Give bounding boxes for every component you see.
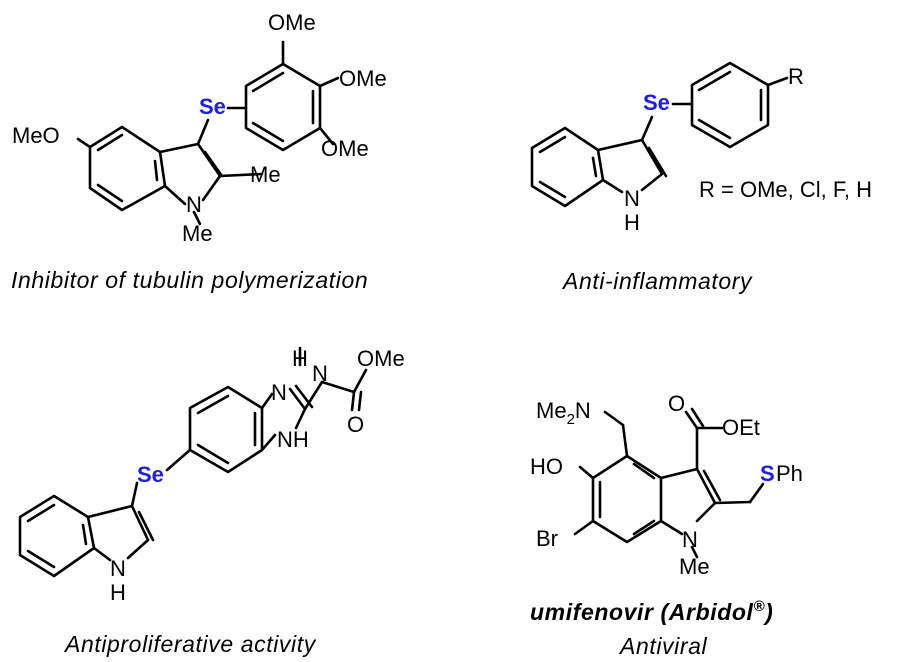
selenium-label: Se [643, 90, 670, 115]
n-methyl-label: Me [182, 221, 213, 246]
tubulin-caption: Inhibitor of tubulin polymerization [11, 267, 368, 293]
nh-hydrogen-label: H [110, 580, 126, 605]
tubulin-atom-labels: OMe OMe OMe Se MeO Me N Me [12, 10, 387, 246]
tubulin-bonds [76, 40, 340, 226]
selenium-label: Se [137, 462, 164, 487]
phenyl-label: Ph [776, 461, 803, 486]
carbamate-ome-label: OMe [357, 346, 405, 371]
umifenovir-name: umifenovir (Arbidol®) [530, 598, 773, 625]
carbonyl-o-label: O [347, 412, 364, 437]
nitrogen-label: N [186, 192, 202, 217]
anti-inflammatory-caption: Anti-inflammatory [561, 268, 753, 294]
umifenovir-caption: Antiviral [618, 633, 707, 659]
structure-anti-inflammatory: Se R N H R = OMe, Cl, F, H Anti-inflamma… [530, 61, 872, 294]
antiproliferative-bonds [18, 346, 368, 578]
nitrogen-label: N [682, 527, 698, 552]
ome-top-label: OMe [268, 10, 316, 35]
structure-tubulin-inhibitor: OMe OMe OMe Se MeO Me N Me Inhibitor of … [11, 10, 387, 293]
umifenovir-bonds [573, 407, 765, 559]
sulfur-label: S [760, 461, 775, 486]
nh-nitrogen-label: N [624, 186, 640, 211]
structure-umifenovir: Me2N O OEt HO S Ph Br N Me umifenovir (A… [530, 391, 803, 659]
c2-methyl-label: Me [250, 162, 281, 187]
anti-inflammatory-atom-labels: Se R N H R = OMe, Cl, F, H [624, 64, 872, 235]
carbamate-h-label: H [292, 346, 308, 371]
carbamate-n-label: N [312, 361, 328, 386]
n-methyl-label: Me [679, 554, 710, 579]
r-definition: R = OMe, Cl, F, H [699, 177, 872, 202]
antiproliferative-atom-labels: H N OMe N NH O Se N H [110, 346, 405, 605]
umifenovir-atom-labels: Me2N O OEt HO S Ph Br N Me [530, 391, 803, 579]
ome-mid-label: OMe [339, 66, 387, 91]
oet-label: OEt [722, 415, 760, 440]
nme2-label: Me2N [536, 398, 591, 428]
meo-label: MeO [12, 123, 60, 148]
r-label: R [788, 64, 804, 89]
anti-inflammatory-bonds [530, 61, 789, 208]
ome-bot-label: OMe [321, 136, 369, 161]
nh-nitrogen-label: N [110, 556, 126, 581]
selenium-label: Se [199, 94, 226, 119]
imidazole-n-label: N [271, 380, 287, 405]
ester-o-label: O [668, 391, 685, 416]
bromo-label: Br [536, 526, 558, 551]
hydroxyl-label: HO [530, 454, 563, 479]
structure-antiproliferative: H N OMe N NH O Se N H Antiproliferative … [18, 346, 405, 657]
imidazole-nh-label: NH [277, 427, 309, 452]
nh-hydrogen-label: H [624, 210, 640, 235]
antiproliferative-caption: Antiproliferative activity [63, 631, 317, 657]
